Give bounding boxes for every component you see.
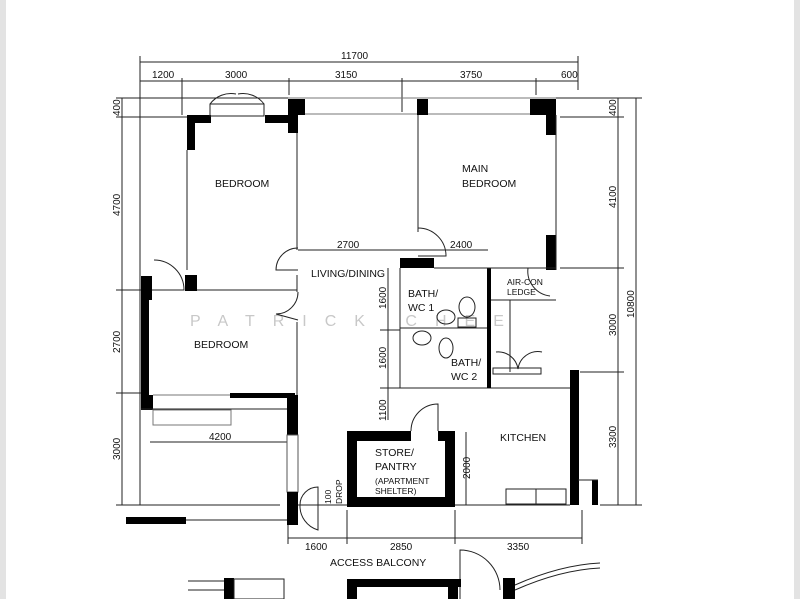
label-drop-2: DROP (334, 479, 344, 504)
label-store-3: (APARTMENT (375, 476, 429, 486)
label-living-dining: LIVING/DINING (311, 268, 385, 280)
dim-bay: 4200 (209, 432, 232, 443)
dim-top-total: 11700 (341, 51, 369, 62)
dim-top: 600 (561, 70, 578, 81)
dim-middle: 2700 (337, 240, 360, 251)
dim-bath: 1600 (378, 346, 389, 369)
dim-left: 4700 (112, 193, 123, 216)
dim-top: 3150 (335, 70, 358, 81)
dim-bath: 1100 (378, 399, 389, 421)
dim-bottom: 1600 (305, 542, 328, 553)
dim-store: 2000 (462, 456, 473, 479)
dim-top: 3750 (460, 70, 483, 81)
label-bedroom-1: BEDROOM (215, 178, 269, 190)
label-bedroom-2: BEDROOM (194, 339, 248, 351)
lower-unit (188, 562, 601, 599)
viewer-edge-left (0, 0, 6, 599)
dim-bottom: 3350 (507, 542, 530, 553)
door-swings (152, 93, 551, 599)
label-bath-1b: WC 1 (408, 302, 434, 314)
dim-right: 3000 (608, 313, 619, 336)
watermark: PATRICK CHEE (190, 313, 522, 330)
walls (126, 97, 598, 525)
dim-right: 400 (608, 99, 619, 116)
dimension-lines (116, 56, 642, 544)
label-main-bedroom-2: BEDROOM (462, 178, 516, 190)
room-labels: BEDROOM MAIN BEDROOM LIVING/DINING BEDRO… (194, 163, 546, 569)
dim-bath: 1600 (378, 286, 389, 309)
dim-top: 3000 (225, 70, 248, 81)
label-drop-1: 100 (323, 490, 333, 504)
dim-right-total: 10800 (626, 290, 637, 318)
label-kitchen: KITCHEN (500, 432, 546, 444)
dim-right: 3300 (608, 425, 619, 448)
dim-middle: 2400 (450, 240, 473, 251)
viewer-edge-right (794, 0, 800, 599)
dim-right: 4100 (608, 185, 619, 208)
label-store-2: PANTRY (375, 461, 417, 473)
label-store-1: STORE/ (375, 447, 414, 459)
label-bath-2b: WC 2 (451, 371, 477, 383)
dim-left: 3000 (112, 437, 123, 460)
label-aircon-2: LEDGE (507, 287, 536, 297)
label-aircon-1: AIR-CON (507, 277, 543, 287)
dim-left: 2700 (112, 330, 123, 353)
label-main-bedroom-1: MAIN (462, 163, 488, 175)
dim-left: 400 (112, 99, 123, 116)
dimension-labels: 11700 1200 3000 3150 3750 600 400 4700 2… (112, 51, 637, 553)
label-store-4: SHELTER) (375, 486, 417, 496)
dim-bottom: 2850 (390, 542, 413, 553)
label-access-balcony: ACCESS BALCONY (330, 557, 426, 569)
label-bath-2a: BATH/ (451, 357, 481, 369)
dim-top: 1200 (152, 70, 175, 81)
label-bath-1a: BATH/ (408, 288, 438, 300)
